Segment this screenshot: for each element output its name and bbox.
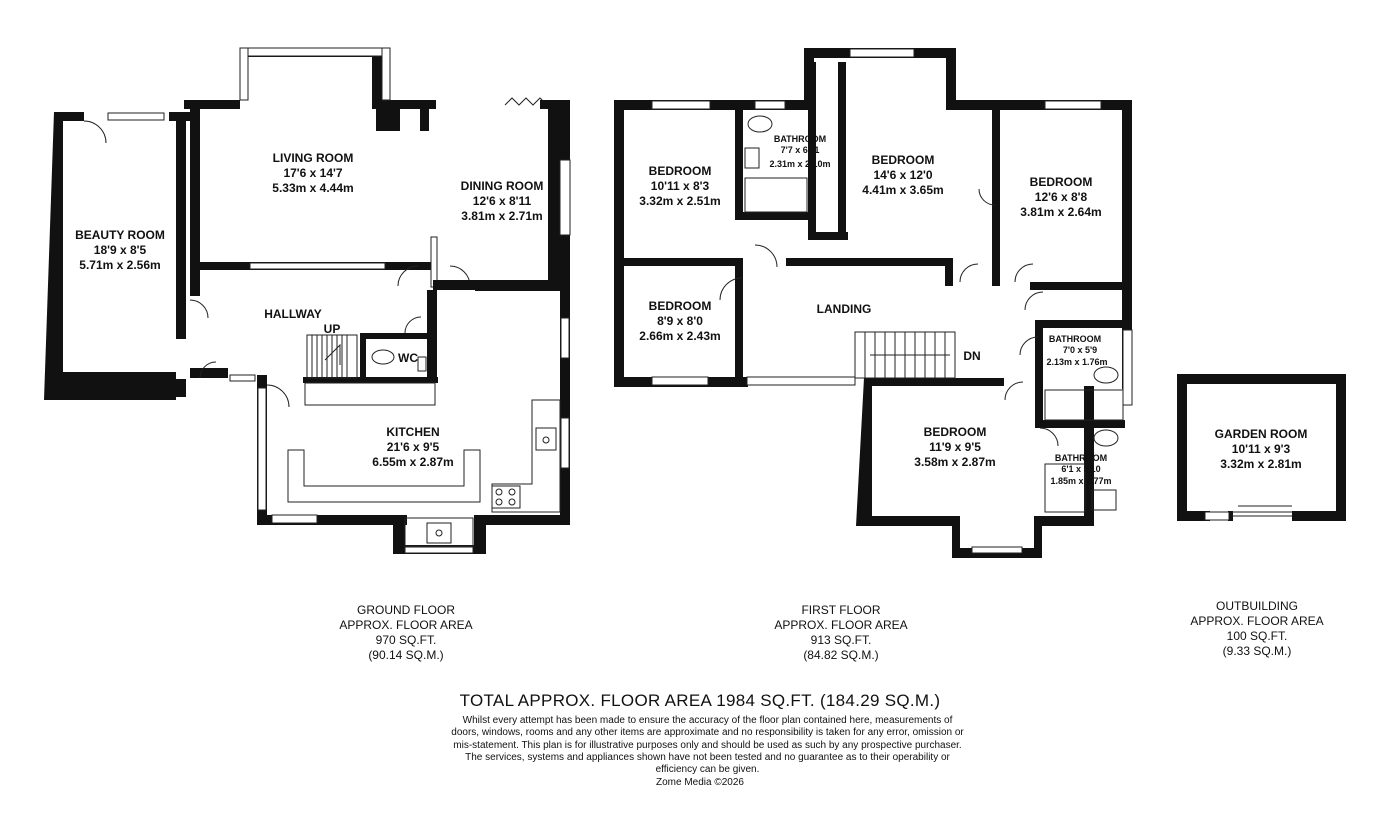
- room-name: BATHROOM: [774, 134, 826, 144]
- bath-icon: [744, 177, 808, 213]
- outbuilding-plan: GARDEN ROOM 10'11 x 9'3 3.32m x 2.81m: [1177, 374, 1346, 521]
- room-name: LANDING: [817, 302, 872, 316]
- room-size-imperial: 7'7 x 6'11: [781, 145, 820, 155]
- room-name: BEDROOM: [649, 164, 712, 178]
- kitchen-counter: [491, 399, 561, 513]
- caption-sqft: 913 SQ.FT.: [810, 633, 872, 647]
- ground-floor-plan: BEAUTY ROOM 18'9 x 8'5 5.71m x 2.56m LIV…: [44, 47, 571, 554]
- window: [239, 47, 249, 101]
- window: [247, 47, 383, 57]
- sliding-door: [1232, 505, 1292, 517]
- room-size-imperial: 14'6 x 12'0: [873, 168, 932, 182]
- room-name: DINING ROOM: [461, 179, 544, 193]
- room-size-metric: 2.66m x 2.43m: [639, 329, 720, 343]
- door-swing: [719, 188, 1059, 447]
- caption-sqft: 100 SQ.FT.: [1226, 629, 1288, 643]
- caption-title: GROUND FLOOR: [356, 603, 455, 617]
- ground-floor-caption: GROUND FLOOR APPROX. FLOOR AREA 970 SQ.F…: [306, 603, 506, 663]
- toilet-icon: [747, 115, 773, 133]
- room-name: BATHROOM: [1055, 453, 1107, 463]
- room-name: WC: [398, 351, 418, 365]
- outbuilding-caption: OUTBUILDING APPROX. FLOOR AREA 100 SQ.FT…: [1157, 599, 1357, 659]
- room-size-metric: 3.81m x 2.71m: [461, 209, 542, 223]
- room-size-imperial: 10'11 x 9'3: [1232, 442, 1291, 456]
- toilet-icon: [371, 349, 395, 365]
- room-size-metric: 3.32m x 2.81m: [1220, 457, 1301, 471]
- toilet-icon: [1093, 366, 1119, 384]
- room-size-metric: 5.33m x 4.44m: [272, 181, 353, 195]
- room-size-imperial: 6'1 x 5'10: [1061, 464, 1100, 474]
- room-size-imperial: 8'9 x 8'0: [657, 314, 703, 328]
- disclaimer: Whilst every attempt has been made to en…: [451, 715, 964, 776]
- room-name: KITCHEN: [386, 425, 439, 439]
- bath-icon: [1044, 389, 1124, 421]
- sink-icon: [426, 522, 452, 544]
- room-size-metric: 1.85m x 1.77m: [1050, 476, 1111, 486]
- room-name: BEAUTY ROOM: [75, 228, 165, 242]
- room-name: BEDROOM: [1030, 175, 1093, 189]
- total-floor-area: TOTAL APPROX. FLOOR AREA 1984 SQ.FT. (18…: [459, 691, 941, 710]
- dining-east-wall: [548, 100, 570, 290]
- hob-icon: [491, 485, 521, 509]
- room-name: BEDROOM: [924, 425, 987, 439]
- caption-sqm: (90.14 SQ.M.): [368, 648, 444, 662]
- stairs-label: DN: [963, 349, 980, 363]
- toilet-icon: [1093, 429, 1119, 447]
- room-size-metric: 3.81m x 2.64m: [1020, 205, 1101, 219]
- caption-sqft: 970 SQ.FT.: [375, 633, 437, 647]
- hallway-kitchen-walls: [190, 368, 228, 378]
- room-name: LIVING ROOM: [273, 151, 354, 165]
- room-size-imperial: 11'9 x 9'5: [929, 440, 981, 454]
- room-size-imperial: 12'6 x 8'8: [1035, 190, 1088, 204]
- caption-line: APPROX. FLOOR AREA: [774, 618, 908, 632]
- beauty-room-walls: [44, 112, 196, 400]
- room-name: BATHROOM: [1049, 334, 1101, 344]
- caption-sqm: (9.33 SQ.M.): [1222, 644, 1292, 658]
- room-size-metric: 6.55m x 2.87m: [372, 455, 453, 469]
- first-floor-plan: BEDROOM 10'11 x 8'3 3.32m x 2.51m BATHRO…: [614, 48, 1133, 558]
- sink-icon: [1091, 489, 1117, 511]
- caption-title: OUTBUILDING: [1215, 599, 1298, 613]
- room-name: GARDEN ROOM: [1215, 427, 1308, 441]
- room-size-imperial: 18'9 x 8'5: [94, 243, 147, 257]
- door-swing: [83, 120, 107, 144]
- first-floor-caption: FIRST FLOOR APPROX. FLOOR AREA 913 SQ.FT…: [741, 603, 941, 663]
- room-name: BEDROOM: [649, 299, 712, 313]
- room-size-imperial: 10'11 x 8'3: [651, 179, 710, 193]
- room-size-metric: 2.31m x 2.10m: [769, 159, 830, 169]
- room-name: BEDROOM: [872, 153, 935, 167]
- caption-title: FIRST FLOOR: [801, 603, 881, 617]
- room-size-metric: 2.13m x 1.76m: [1046, 357, 1107, 367]
- window: [107, 112, 165, 121]
- room-size-metric: 5.71m x 2.56m: [79, 258, 160, 272]
- credit: Zome Media ©2026: [656, 777, 744, 788]
- room-size-imperial: 21'6 x 9'5: [387, 440, 440, 454]
- room-size-metric: 3.58m x 2.87m: [914, 455, 995, 469]
- caption-line: APPROX. FLOOR AREA: [1190, 614, 1324, 628]
- kitchen-peninsula: [287, 449, 481, 503]
- caption-sqm: (84.82 SQ.M.): [803, 648, 879, 662]
- stairs-label: UP: [324, 322, 341, 336]
- window: [381, 47, 391, 101]
- room-size-metric: 4.41m x 3.65m: [862, 183, 943, 197]
- sink-icon: [535, 427, 557, 451]
- room-name: HALLWAY: [264, 307, 322, 321]
- room-size-imperial: 17'6 x 14'7: [283, 166, 342, 180]
- room-size-imperial: 12'6 x 8'11: [473, 194, 532, 208]
- room-size-metric: 3.32m x 2.51m: [639, 194, 720, 208]
- window: [559, 159, 571, 236]
- room-size-imperial: 7'0 x 5'9: [1063, 345, 1097, 355]
- caption-line: APPROX. FLOOR AREA: [339, 618, 473, 632]
- bifold-door: [504, 97, 548, 106]
- shower-icon: [1044, 463, 1086, 513]
